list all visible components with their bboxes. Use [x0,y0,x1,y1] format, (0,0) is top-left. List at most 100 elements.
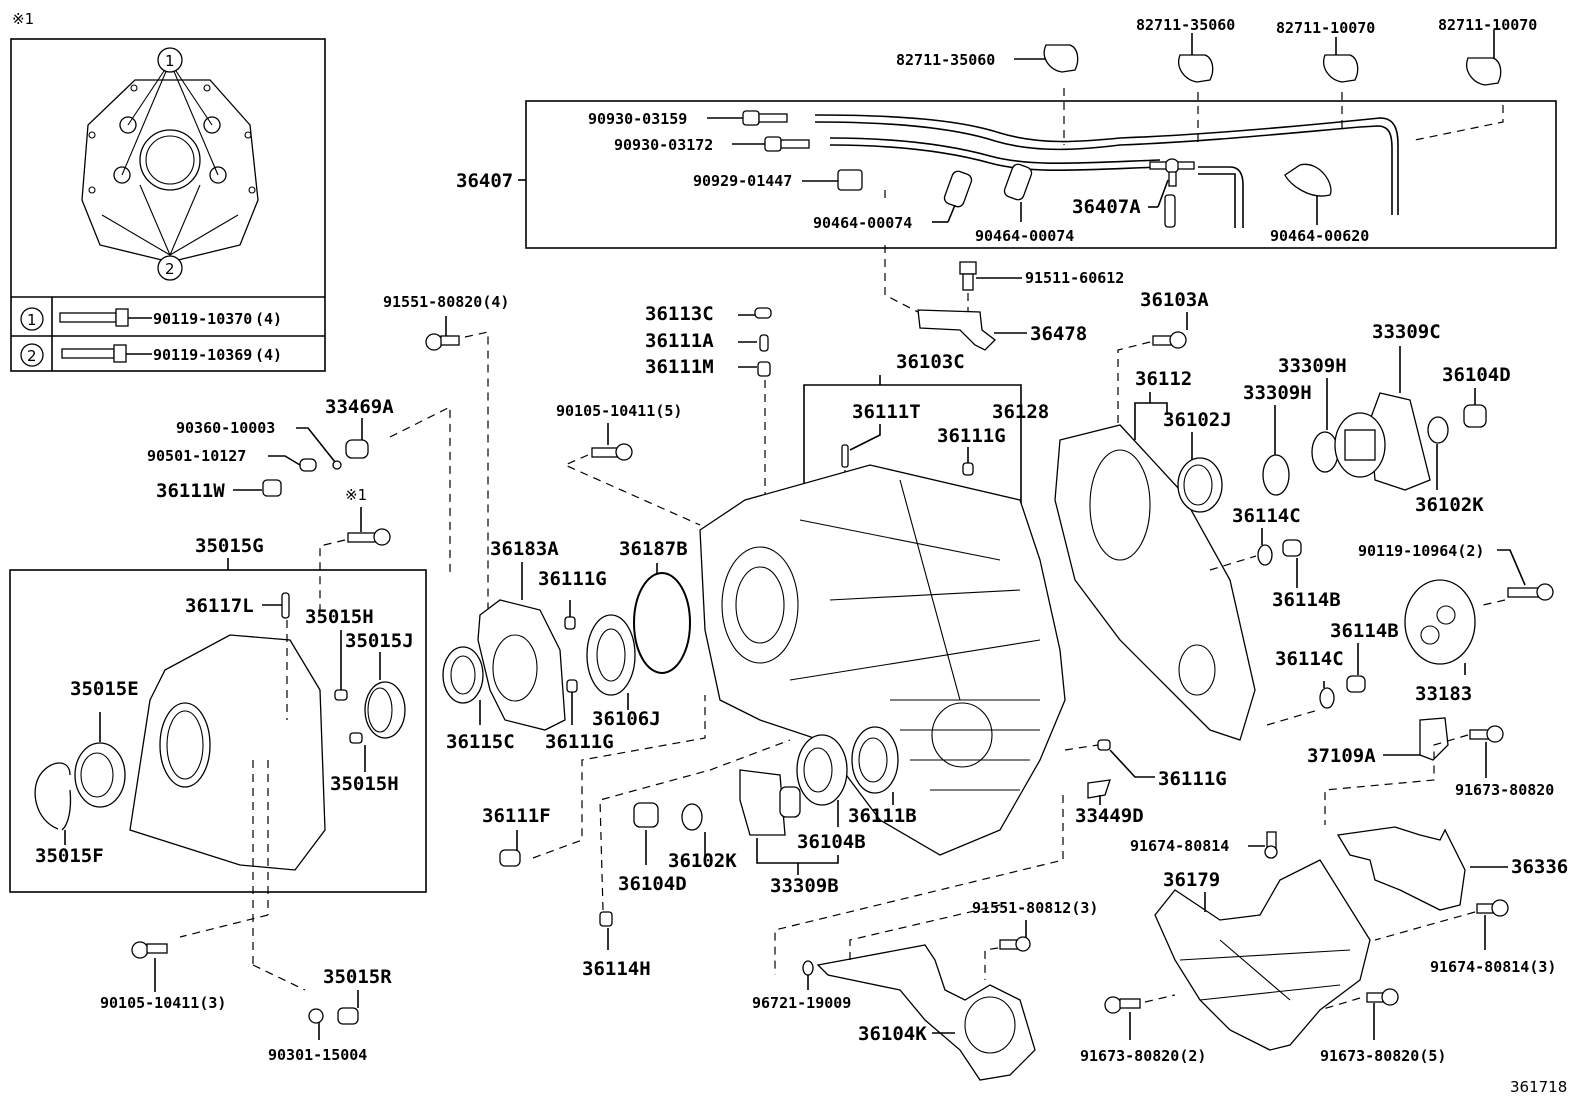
seal-36114C [1319,687,1335,709]
label-36111A: 36111A [645,330,714,352]
label-90105-10411-5: 90105-10411(5) [556,402,682,420]
inset-case-flange-drawing [81,61,259,263]
plate-36106J [586,614,636,696]
label-36128: 36128 [992,401,1049,423]
plug-36111F [499,849,521,867]
label-91511-60612: 91511-60612 [1025,269,1124,287]
label-36114C: 36114C [1232,505,1301,527]
label-36111G: 36111G [937,425,1006,447]
label-33309H: 33309H [1243,382,1312,404]
inset-legend-row-1: 1 90119-10370 (4) [20,307,282,331]
bolt-90105-10411 [131,941,168,959]
label-36114B: 36114B [1272,589,1341,611]
label-82711-35060: 82711-35060 [1136,16,1235,34]
rear-flange-33309B [739,769,801,836]
label-36117L: 36117L [185,595,254,617]
label-91674-80814: 91674-80814 [1130,837,1229,855]
extension-housing-35015G [129,634,326,871]
label-36111T: 36111T [852,401,921,423]
protector-36179 [1154,859,1371,1051]
label-91673-80820-2: 91673-80820(2) [1080,1047,1206,1065]
hose-clamp [943,163,1033,208]
washer-33309H [1311,431,1339,473]
seal-36114C [1257,544,1273,566]
label-36111G: 36111G [1158,768,1227,790]
label-90464-00620: 90464-00620 [1270,227,1369,245]
spring-36111A [759,334,769,352]
bolt-36103A [1152,331,1187,349]
label-37109A: 37109A [1307,745,1376,767]
label-35015R: 35015R [323,966,392,988]
label-36111F: 36111F [482,805,551,827]
hose-union-90930-03172 [764,136,810,152]
label-36187B: 36187B [619,538,688,560]
label-36112: 36112 [1135,368,1192,390]
plug-36114B [1346,675,1366,693]
label-36115C: 36115C [446,731,515,753]
label-90930-03172: 90930-03172 [614,136,713,154]
pin-36111G [564,616,576,630]
bolt-90105-10411 [591,443,633,461]
plug-36104D [1463,404,1487,428]
note-marker: ※1 [345,486,367,504]
label-33309B: 33309B [770,875,839,897]
label-35015G: 35015G [195,535,264,557]
label-90930-03159: 90930-03159 [588,110,687,128]
inset-box [10,38,326,372]
clamp-icons [1043,44,1502,86]
plug-36113C [754,307,772,319]
three-way-union-36407A [1149,158,1195,228]
label-36336: 36336 [1511,856,1568,878]
label-36104D: 36104D [1442,364,1511,386]
label-36179: 36179 [1163,869,1220,891]
adapter-group-box [9,569,427,893]
label-36114C: 36114C [1275,648,1344,670]
pin-36117L [281,592,290,619]
bolt-91673-80820 [1104,996,1141,1014]
ball-90360-10003 [332,460,342,470]
seal-35015J [364,681,406,739]
bolt-note1 [347,528,391,546]
label-35015E: 35015E [70,678,139,700]
label-35015H: 35015H [330,773,399,795]
label-33309H: 33309H [1278,355,1347,377]
label-91673-80820-5: 91673-80820(5) [1320,1047,1446,1065]
svg-text:1: 1 [27,311,37,329]
label-33469A: 33469A [325,396,394,418]
bracket-37109A [1419,717,1449,761]
label-35015H: 35015H [305,606,374,628]
rear-flange-33309C [1334,392,1431,491]
label-90501-10127: 90501-10127 [147,447,246,465]
plug-36114B [1282,539,1302,557]
bolt-91673-80820 [1366,988,1399,1006]
svg-text:2: 2 [165,260,175,278]
plug-36114H [599,911,613,927]
pin-35015H [334,689,348,701]
detent-33469A [345,439,369,459]
bolt-icon [61,348,115,359]
label-90105-10411-3: 90105-10411(3) [100,994,226,1012]
label-36104K: 36104K [858,1023,927,1045]
label-90464-00074: 90464-00074 [813,214,912,232]
label-90464-00074: 90464-00074 [975,227,1074,245]
bolt-icon [59,312,117,323]
label-33309C: 33309C [1372,321,1441,343]
label-36114H: 36114H [582,958,651,980]
label-36111W: 36111W [156,480,225,502]
transfer-case-36103C [699,464,1066,856]
bearing-35015E [74,742,126,808]
plunger-36111M [757,361,771,377]
cover-33183 [1404,579,1476,665]
label-33183: 33183 [1415,683,1472,705]
label-91551-80812-3: 91551-80812(3) [972,899,1098,917]
label-36104D: 36104D [618,873,687,895]
inset-callout-1: 1 [157,47,183,73]
bearing-36102J [1177,457,1223,513]
spring-90501-10127 [299,458,317,472]
gasket-90301-15004 [308,1008,324,1024]
bracket-36478 [917,309,996,351]
label-36103C: 36103C [896,351,965,373]
label-90929-01447: 90929-01447 [693,172,792,190]
label-36103A: 36103A [1140,289,1209,311]
